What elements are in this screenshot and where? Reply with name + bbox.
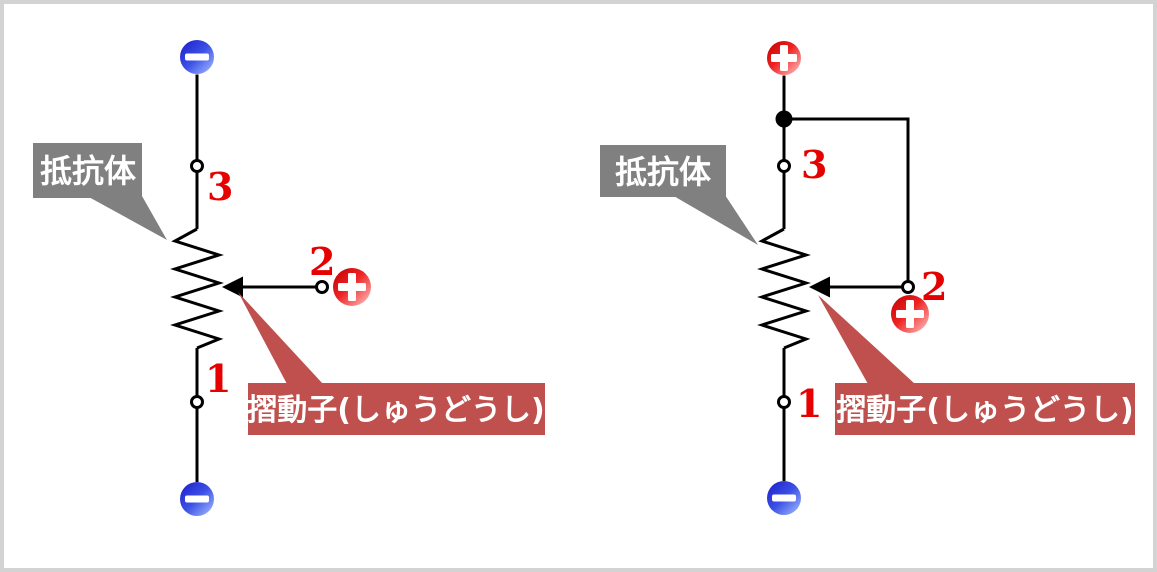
wiper-callout: 摺動子(しゅうどうし): [818, 295, 1135, 435]
terminal-3-node: [190, 159, 204, 173]
callout-tail: [818, 295, 915, 384]
callout-label: 抵抗体: [40, 152, 136, 190]
callout-box: [248, 383, 545, 435]
callout-tail: [87, 196, 167, 240]
callout-label: 抵抗体: [615, 153, 711, 191]
terminal-number-3: 3: [801, 142, 827, 187]
callout-label: 摺動子(しゅうどうし): [247, 393, 544, 428]
callout-box: [600, 145, 726, 197]
resistor-zigzag: [170, 227, 224, 350]
jumper-wire: [784, 117, 910, 281]
terminal-3-node: [777, 159, 791, 173]
callout-tail: [672, 195, 758, 245]
callout-tail: [238, 292, 323, 384]
wiper-arrowhead-icon: [222, 276, 243, 298]
plus-terminal-icon: [891, 295, 929, 333]
terminal-number-3: 3: [207, 164, 233, 209]
left-potentiometer-diagram: 3 2 1 抵抗体 摺動子(しゅうどうし): [33, 40, 545, 516]
terminal-1-node: [190, 395, 204, 409]
minus-terminal-icon: [180, 482, 214, 516]
minus-terminal-icon: [767, 481, 801, 515]
minus-terminal-icon: [180, 40, 214, 74]
terminal-number-2: 2: [309, 239, 335, 284]
resistor-body-callout: 抵抗体: [33, 143, 167, 240]
wiper-arrowhead-icon: [809, 276, 830, 298]
terminal-number-2: 2: [921, 264, 947, 309]
plus-terminal-icon: [767, 41, 801, 75]
right-potentiometer-diagram: 3 2 1 抵抗体 摺動子(しゅうどうし): [600, 41, 1135, 515]
resistor-zigzag: [757, 227, 811, 350]
wiper-callout: 摺動子(しゅうどうし): [238, 292, 545, 435]
terminal-2-node: [901, 280, 915, 294]
terminal-number-1: 1: [796, 381, 822, 426]
callout-box: [835, 383, 1135, 435]
plus-terminal-icon: [333, 268, 371, 306]
callout-label: 摺動子(しゅうどうし): [836, 393, 1133, 428]
terminal-number-1: 1: [205, 356, 231, 401]
circuit-diagram-svg: 3 2 1 抵抗体 摺動子(しゅうどうし): [33, 40, 1135, 516]
terminal-1-node: [777, 395, 791, 409]
terminal-2-node: [315, 280, 329, 294]
resistor-body-callout: 抵抗体: [600, 145, 758, 245]
callout-box: [33, 143, 142, 198]
